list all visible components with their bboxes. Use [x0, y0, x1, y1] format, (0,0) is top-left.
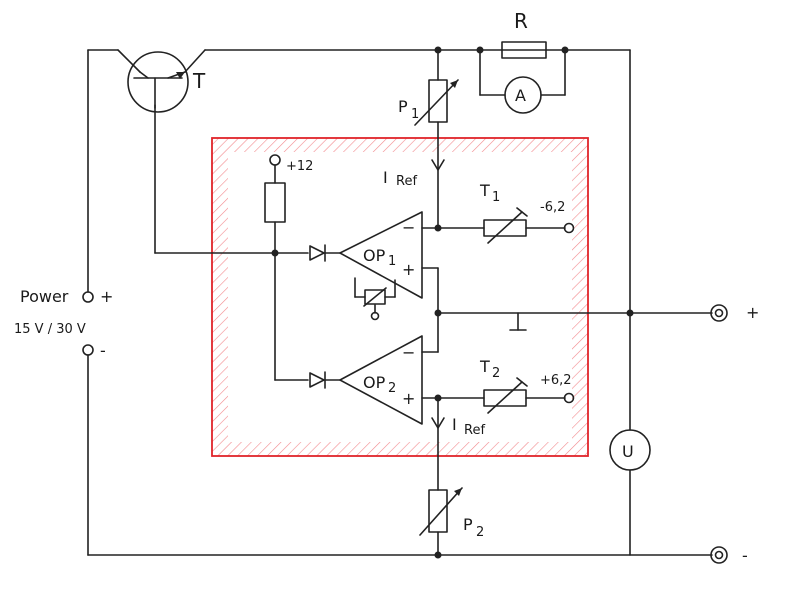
power-range: 15 V / 30 V	[14, 322, 86, 337]
power-input: Power + 15 V / 30 V -	[14, 287, 113, 360]
supply-12v-label: +12	[286, 159, 313, 174]
potentiometer-p1: P 1	[398, 79, 459, 126]
voltmeter: U	[609, 429, 651, 471]
op1-label: OP	[363, 246, 386, 265]
opamp-op1: OP 1 − +	[339, 211, 423, 299]
resistor-label: R	[514, 9, 528, 33]
op1-sub: 1	[388, 254, 396, 269]
out-plus: +	[746, 303, 759, 322]
ammeter: A	[504, 76, 542, 114]
voltmeter-label: U	[622, 442, 634, 461]
wires	[87, 49, 713, 556]
pot1-sub: 1	[411, 107, 419, 122]
iref1-sub: Ref	[396, 174, 417, 189]
t2-label: T	[479, 357, 490, 376]
iref2-label: I	[452, 415, 457, 434]
pot2-sub: 2	[476, 525, 484, 540]
vplus-label: +6,2	[540, 373, 572, 388]
potentiometer-p2: P 2	[419, 487, 484, 540]
diode-2	[309, 371, 341, 389]
pot1-label: P	[398, 97, 408, 116]
trimmer-t2: T 2 +6,2	[479, 357, 575, 414]
iref1-label: I	[383, 168, 388, 187]
op2-sub: 2	[388, 381, 396, 396]
supply-12v: +12	[264, 154, 313, 223]
transistor-t: T	[127, 51, 206, 113]
junction-dots	[271, 46, 634, 559]
op1-plus: +	[402, 260, 415, 279]
iref-arrow-2: I Ref	[431, 415, 485, 438]
out-minus: -	[742, 546, 748, 565]
t1-sub: 1	[492, 190, 500, 205]
trimmer-t1: T 1 -6,2	[479, 181, 575, 244]
power-label: Power	[20, 287, 69, 306]
opamp-op2: OP 2 − +	[339, 335, 423, 425]
t1-label: T	[479, 181, 490, 200]
iref2-sub: Ref	[464, 423, 485, 438]
resistor-r: R	[501, 9, 547, 59]
transistor-label: T	[192, 69, 206, 93]
vminus-label: -6,2	[540, 200, 565, 215]
op2-plus: +	[402, 389, 415, 408]
pot2-label: P	[463, 515, 473, 534]
offset-trim-pot	[363, 287, 387, 321]
power-plus: +	[100, 287, 113, 306]
ammeter-label: A	[515, 86, 526, 105]
op1-minus: −	[402, 218, 415, 237]
power-minus: -	[100, 341, 106, 360]
output-terminals: + -	[710, 303, 759, 565]
op2-label: OP	[363, 373, 386, 392]
t2-sub: 2	[492, 366, 500, 381]
iref-arrow-1: I Ref	[383, 159, 445, 189]
op2-minus: −	[402, 343, 415, 362]
diode-1	[309, 244, 341, 262]
